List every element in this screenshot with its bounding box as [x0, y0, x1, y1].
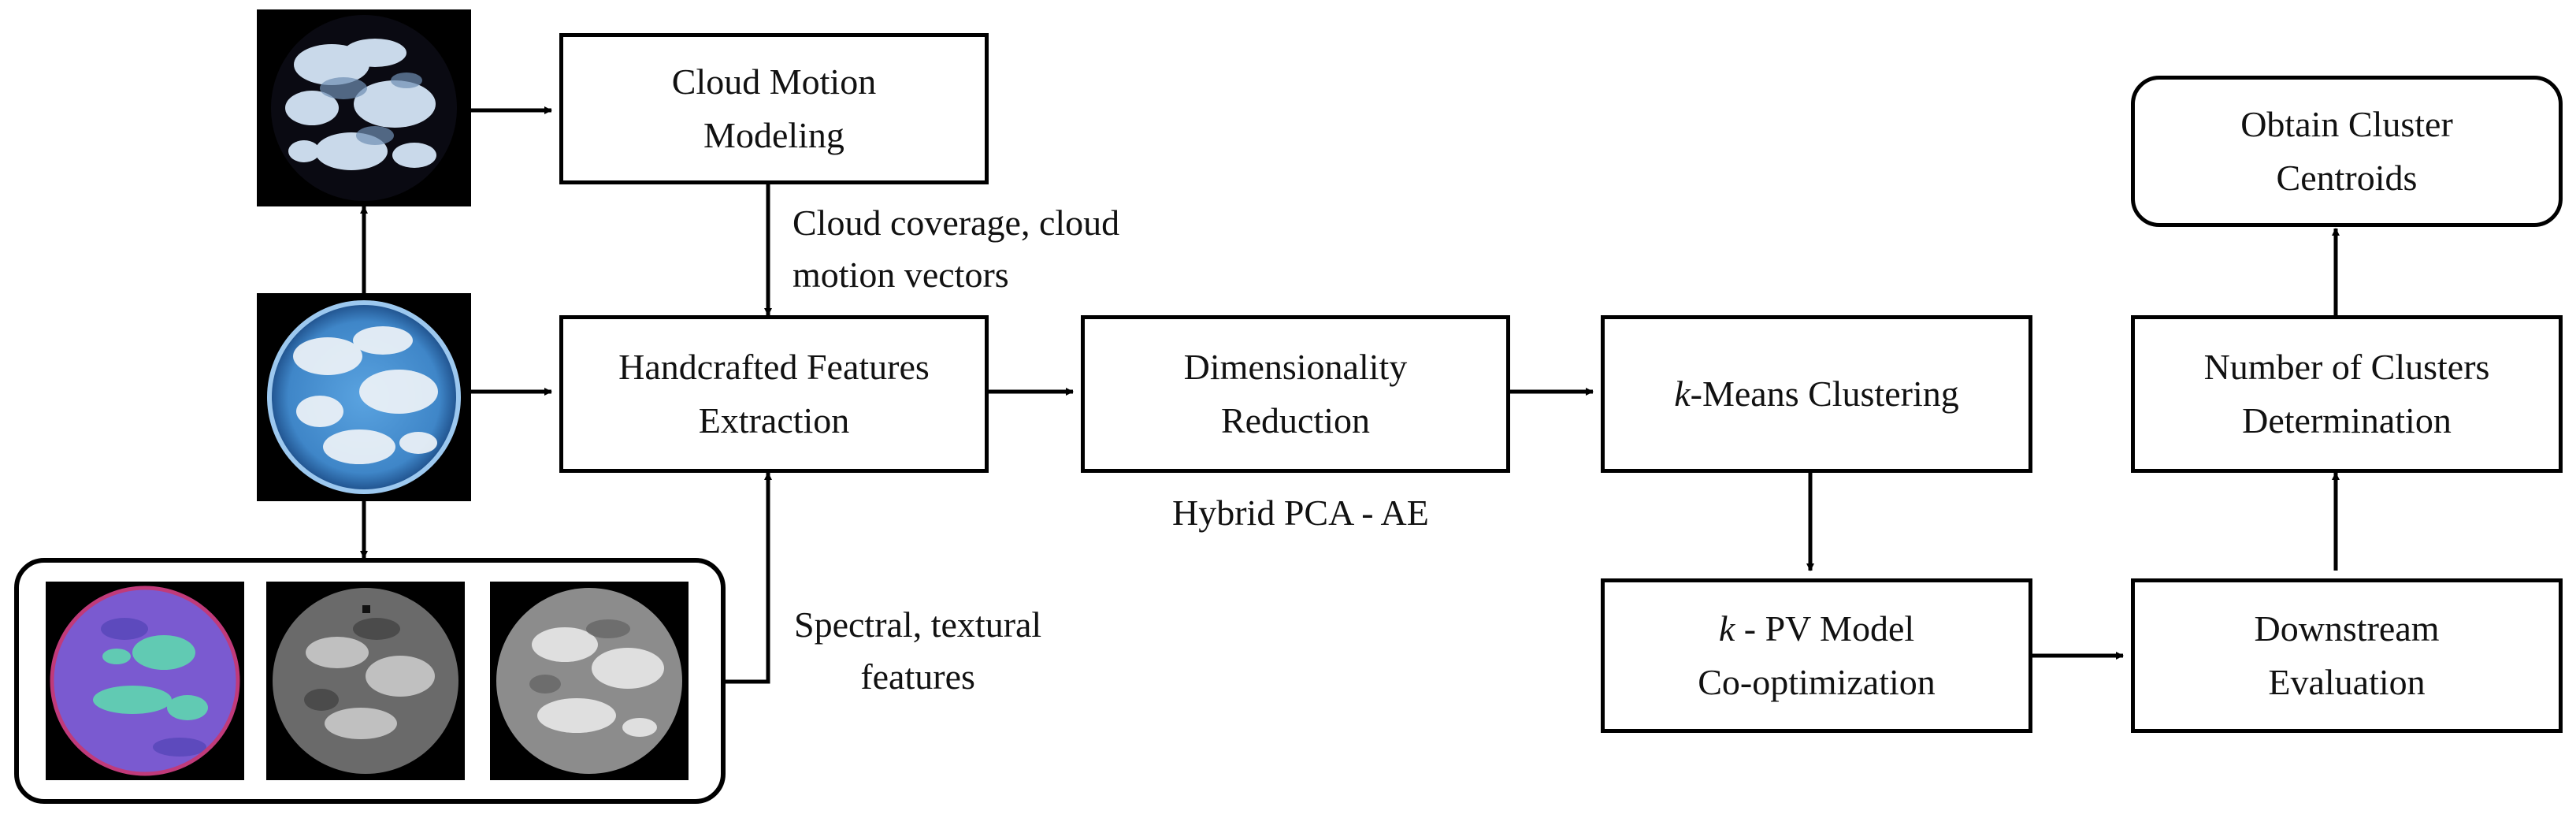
cloud-coverage-label: Cloud coverage, cloud motion vectors — [792, 203, 1120, 295]
grayscale-channel-image — [266, 582, 465, 780]
all-sky-image — [257, 293, 471, 501]
handcrafted-features-extraction-box: Handcrafted Features Extraction — [559, 315, 989, 473]
false-color-channel-image — [46, 582, 244, 780]
downstream-evaluation-box: Downstream Evaluation — [2131, 578, 2563, 733]
texture-channel-image — [490, 582, 689, 780]
cloud-motion-mask-image — [257, 9, 471, 206]
cloud-motion-modeling-box: Cloud Motion Modeling — [559, 33, 989, 184]
number-of-clusters-determination-box: Number of Clusters Determination — [2131, 315, 2563, 473]
dimensionality-reduction-box: Dimensionality Reduction — [1081, 315, 1510, 473]
arrow-channels-to-handcrafted — [726, 472, 772, 684]
kmeans-clustering-box: k-Means Clustering — [1601, 315, 2032, 473]
hybrid-pca-ae-label: Hybrid PCA - AE — [1172, 493, 1429, 533]
obtain-cluster-centroids-box: Obtain Cluster Centroids — [2131, 76, 2563, 227]
spectral-textural-features-label: Spectral, textural features — [794, 604, 1042, 697]
k-pv-model-co-optimization-box: k - PV Model Co-optimization — [1601, 578, 2032, 733]
